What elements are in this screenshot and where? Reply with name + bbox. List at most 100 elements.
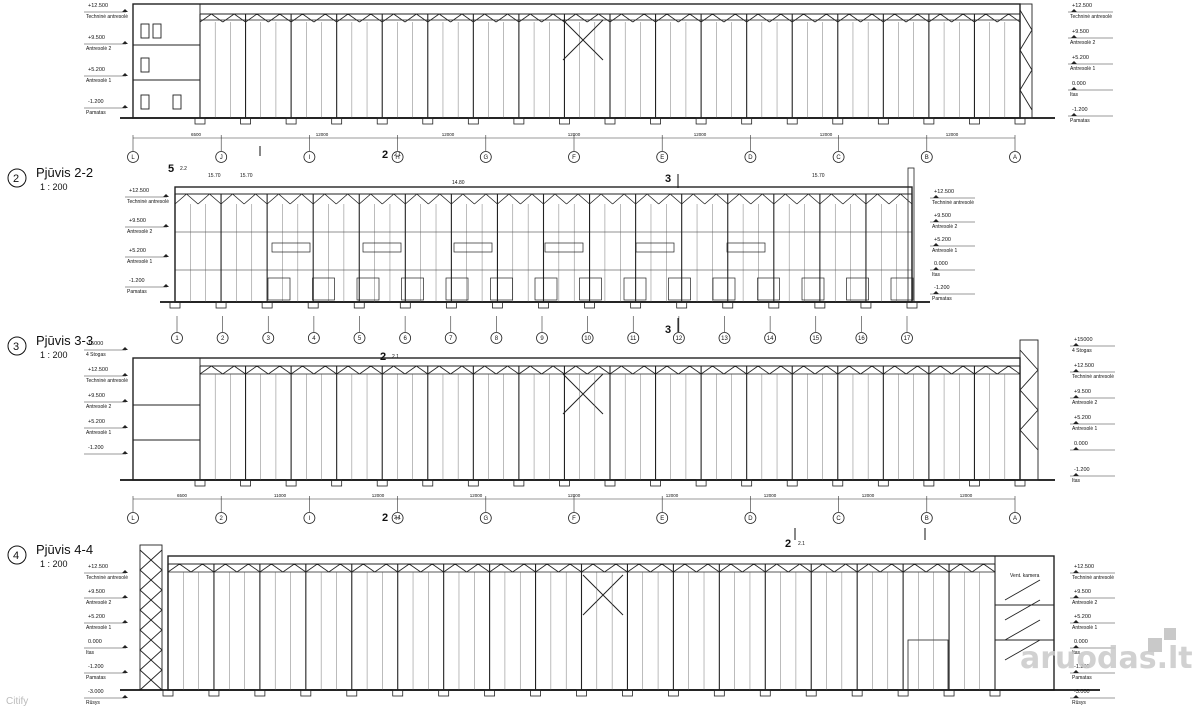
level-marker [122,399,128,402]
footing [650,479,661,487]
grid-axis-bubble [920,151,933,163]
window-strip [726,242,766,253]
level-value: +5.200 [1074,415,1091,421]
dimension-label: 12000 [694,132,707,137]
grid-axis-label: A [1013,155,1017,161]
dimension-label: 12000 [862,493,875,498]
dock-door [801,277,825,301]
level-name: 4 Stogas [86,352,106,358]
footing [1014,117,1026,125]
grid-axis-label: B [925,516,929,522]
dimension-label: 12000 [316,132,329,137]
grid-axis-label: C [836,516,841,522]
grid-axis-bubble [479,151,492,163]
section-1-frame [194,13,1026,125]
section-title: Pjūvis 4-4 [36,542,93,557]
level-marker [1073,473,1079,476]
dimension-label: 12000 [470,493,483,498]
grid-axis-label: 13 [721,336,728,342]
grid-axis-bubble [490,332,503,344]
footing [169,301,181,309]
level-marker [122,9,128,12]
grid-axis-label: G [483,155,488,161]
level-marker [122,373,128,376]
level-marker [1071,87,1077,90]
dim-label: 15.70 [812,173,825,179]
level-marker [1073,343,1079,346]
grid-axis-label: F [572,155,576,161]
level-name: Techninė antresolė [1070,14,1112,20]
footing [877,479,889,487]
level-marker [1071,113,1077,116]
dimension-label: 12000 [946,132,959,137]
footing [832,117,844,125]
level-marker [122,670,128,673]
footing [194,117,206,125]
grid-axis-bubble [399,332,412,344]
footing [559,479,570,487]
level-marker [122,620,128,623]
level-value: +9.500 [1074,389,1091,395]
footing [722,301,734,309]
level-value: -1.200 [88,664,104,670]
grid-axis-label: A [1013,516,1017,522]
level-value: 0.000 [88,639,102,645]
grid-axis-label: L [131,155,135,161]
level-value: +12.500 [129,188,149,194]
level-name: Techninė antresolė [127,199,169,205]
level-marker [122,105,128,108]
level-name: Antresolė 1 [932,248,958,254]
dock-door [712,277,736,301]
footing [741,479,753,487]
level-marker [1073,570,1079,573]
level-name: Techninė antresolė [86,14,128,20]
dock-door [668,277,691,301]
footing [759,689,771,697]
dimension-label: 12000 [568,132,581,137]
grid-axis-bubble [216,332,229,344]
section-4-title-block: 4 Pjūvis 4-4 1 : 200 [7,542,93,569]
footing [576,689,587,697]
section-3-cut-markers: 2 2.1 2 2.1 [380,351,401,524]
level-name: Techninė antresolė [86,378,128,384]
grid-axis-label: 17 [904,336,911,342]
level-name: Itas [1070,92,1079,98]
footing [215,301,227,309]
grid-axis-bubble [353,332,366,344]
level-marker [1073,369,1079,372]
grid-axis-bubble [215,512,228,524]
roof-truss [167,563,996,573]
level-marker [1073,670,1079,673]
level-marker [163,224,169,227]
footing [530,689,541,697]
cut-label-sub: 2.1 [798,541,805,547]
level-value: +9.500 [129,218,146,224]
grid-axis-label: C [836,155,841,161]
grid-axis-bubble [656,151,669,163]
footing [399,301,411,309]
grid-axis-label: 11 [630,336,637,342]
footing [969,117,980,125]
grid-axis-label: H [395,155,399,161]
footing [768,301,780,309]
footing [622,689,633,697]
grid-axis-bubble [215,151,228,163]
level-marker [1073,447,1079,450]
level-name: Antresolė 2 [86,600,112,606]
window-strip [544,242,584,253]
level-value: +9.500 [88,35,105,41]
grid-axis-bubble [127,151,139,163]
grid-axis-label: H [395,516,399,522]
level-marker [933,243,939,246]
footing [513,479,525,487]
level-marker [122,595,128,598]
grid-axis-bubble [1009,151,1021,163]
grid-axis-label: 7 [449,336,453,342]
dimension-label: 12000 [568,493,581,498]
cut-label: 2 [785,538,791,550]
grid-axis-bubble [581,332,594,344]
level-name: Pamatas [1070,118,1090,124]
